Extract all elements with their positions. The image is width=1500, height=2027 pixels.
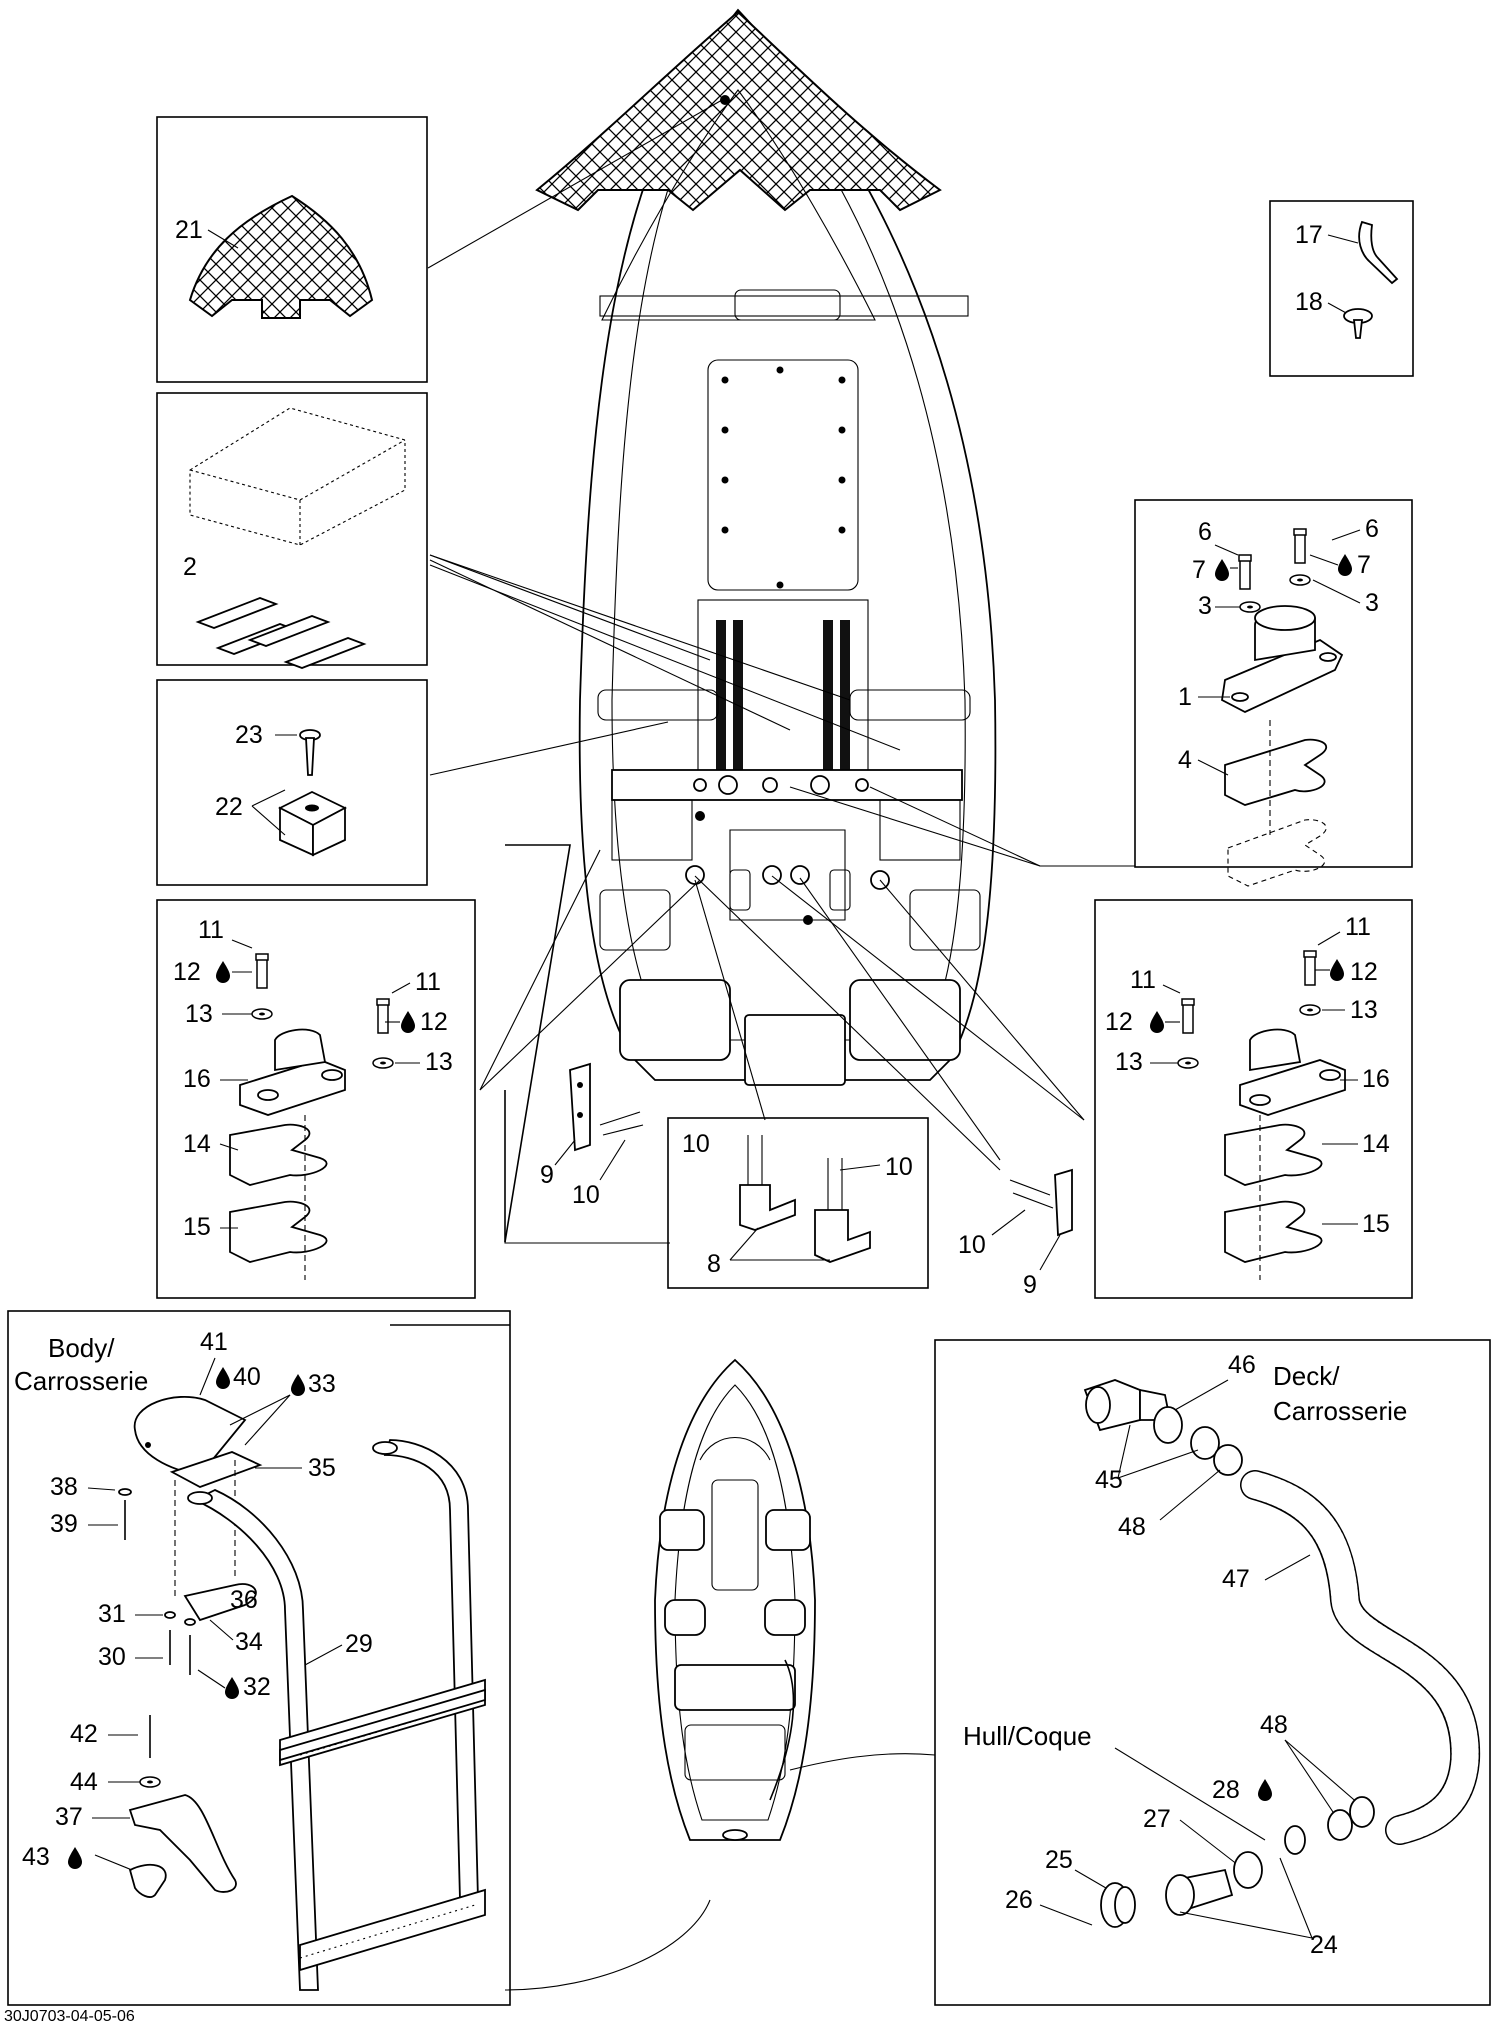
boat-top-view bbox=[535, 8, 997, 1086]
callout-37: 37 bbox=[55, 1803, 83, 1831]
box-part-21: 21 bbox=[156, 116, 428, 383]
callout-12c: 12 bbox=[1350, 958, 1378, 986]
callout-28: 28 bbox=[1212, 1776, 1240, 1804]
box-part-22-23: 23 22 bbox=[156, 679, 428, 886]
callout-48b: 48 bbox=[1260, 1711, 1288, 1739]
callout-13a: 13 bbox=[185, 1000, 213, 1028]
callout-43: 43 bbox=[22, 1843, 50, 1871]
callout-14l: 14 bbox=[183, 1130, 211, 1158]
callout-12d: 12 bbox=[1105, 1008, 1133, 1036]
callout-16l: 16 bbox=[183, 1065, 211, 1093]
callout-27: 27 bbox=[1143, 1805, 1171, 1833]
callout-30: 30 bbox=[98, 1643, 126, 1671]
callout-4: 4 bbox=[1178, 746, 1192, 774]
callout-13c: 13 bbox=[1350, 996, 1378, 1024]
callout-11c: 11 bbox=[1345, 913, 1371, 941]
callout-10b: 10 bbox=[682, 1130, 710, 1158]
box-part-1-mount: 6 7 3 6 7 3 1 4 bbox=[1134, 499, 1413, 887]
small-boat-view bbox=[654, 1358, 816, 1841]
ladder bbox=[187, 1439, 486, 1991]
callout-10a: 10 bbox=[572, 1181, 600, 1209]
callout-21: 21 bbox=[175, 216, 203, 244]
callout-31: 31 bbox=[98, 1600, 126, 1628]
callout-42: 42 bbox=[70, 1720, 98, 1748]
callout-12a: 12 bbox=[173, 958, 201, 986]
note-body-2: Carrosserie bbox=[14, 1366, 148, 1396]
callout-33: 33 bbox=[308, 1370, 336, 1398]
callout-23: 23 bbox=[235, 721, 263, 749]
callout-35: 35 bbox=[308, 1454, 336, 1482]
callout-16r: 16 bbox=[1362, 1065, 1390, 1093]
callout-3b: 3 bbox=[1365, 589, 1379, 617]
callout-10c: 10 bbox=[885, 1153, 913, 1181]
callout-14r: 14 bbox=[1362, 1130, 1390, 1158]
callout-45: 45 bbox=[1095, 1466, 1123, 1494]
callout-1: 1 bbox=[1178, 683, 1192, 711]
screw-23 bbox=[299, 729, 321, 776]
callout-18: 18 bbox=[1295, 288, 1323, 316]
callout-12b: 12 bbox=[420, 1008, 448, 1036]
callout-48a: 48 bbox=[1118, 1513, 1146, 1541]
callout-15l: 15 bbox=[183, 1213, 211, 1241]
callout-47: 47 bbox=[1222, 1565, 1250, 1593]
diagram-code: 30J0703-04-05-06 bbox=[4, 2008, 135, 2025]
callout-3a: 3 bbox=[1198, 592, 1212, 620]
box-right-engine-mount: 11 12 13 11 12 13 16 14 15 bbox=[1094, 899, 1413, 1299]
callout-44: 44 bbox=[70, 1768, 98, 1796]
callout-26: 26 bbox=[1005, 1886, 1033, 1914]
callout-39: 39 bbox=[50, 1510, 78, 1538]
callout-15r: 15 bbox=[1362, 1210, 1390, 1238]
callout-11d: 11 bbox=[1130, 966, 1156, 994]
callout-7b: 7 bbox=[1357, 551, 1371, 579]
callout-29: 29 bbox=[345, 1630, 373, 1658]
ladder-group: Body/ Carrosserie 41 40 33 35 38 39 bbox=[7, 1310, 511, 2006]
fitting-45 bbox=[1083, 1379, 1172, 1432]
callout-13d: 13 bbox=[1115, 1048, 1143, 1076]
callout-24: 24 bbox=[1310, 1931, 1338, 1959]
callout-9a: 9 bbox=[540, 1161, 554, 1189]
callout-6a: 6 bbox=[1198, 518, 1212, 546]
fitting-24 bbox=[1165, 1868, 1234, 1916]
callout-40: 40 bbox=[233, 1363, 261, 1391]
hose-47 bbox=[1240, 1470, 1481, 1845]
bow-mat bbox=[535, 10, 942, 212]
leader-lines bbox=[427, 99, 1135, 1244]
box-left-engine-mount: 11 12 13 11 12 13 16 14 15 bbox=[156, 899, 476, 1299]
callout-41: 41 bbox=[200, 1328, 228, 1356]
callout-38: 38 bbox=[50, 1473, 78, 1501]
box-part-2: 2 bbox=[156, 392, 428, 669]
callout-17: 17 bbox=[1295, 221, 1323, 249]
callout-13b: 13 bbox=[425, 1048, 453, 1076]
callout-11a: 11 bbox=[198, 916, 224, 944]
callout-11b: 11 bbox=[415, 968, 441, 996]
brackets-group: 9 10 10 10 8 10 9 bbox=[540, 1062, 1073, 1299]
callout-36: 36 bbox=[230, 1586, 258, 1614]
small-boat-leaders bbox=[504, 1753, 936, 1991]
callout-22: 22 bbox=[215, 793, 243, 821]
callout-2: 2 bbox=[183, 553, 197, 581]
mount-16-right bbox=[1239, 1028, 1346, 1116]
cap-25 bbox=[1100, 1882, 1136, 1928]
callout-7a: 7 bbox=[1192, 556, 1206, 584]
mount-1 bbox=[1221, 605, 1344, 714]
note-deck-1: Deck/ bbox=[1273, 1361, 1340, 1391]
callout-9b: 9 bbox=[1023, 1271, 1037, 1299]
box-part-17-18: 17 18 bbox=[1269, 200, 1414, 377]
callout-34: 34 bbox=[235, 1628, 263, 1656]
callout-46: 46 bbox=[1228, 1351, 1256, 1379]
note-body-1: Body/ bbox=[48, 1333, 115, 1363]
callout-25: 25 bbox=[1045, 1846, 1073, 1874]
callout-10d: 10 bbox=[958, 1231, 986, 1259]
mount-16-left bbox=[239, 1028, 346, 1116]
drain-hose-group: 46 Deck/ Carrosserie 45 48 47 Hull/Coque… bbox=[934, 1339, 1491, 2006]
block-22 bbox=[278, 790, 347, 857]
callout-8: 8 bbox=[707, 1250, 721, 1278]
callout-32: 32 bbox=[243, 1673, 271, 1701]
note-deck-2: Carrosserie bbox=[1273, 1396, 1407, 1426]
callout-6b: 6 bbox=[1365, 515, 1379, 543]
note-hull: Hull/Coque bbox=[963, 1721, 1092, 1751]
